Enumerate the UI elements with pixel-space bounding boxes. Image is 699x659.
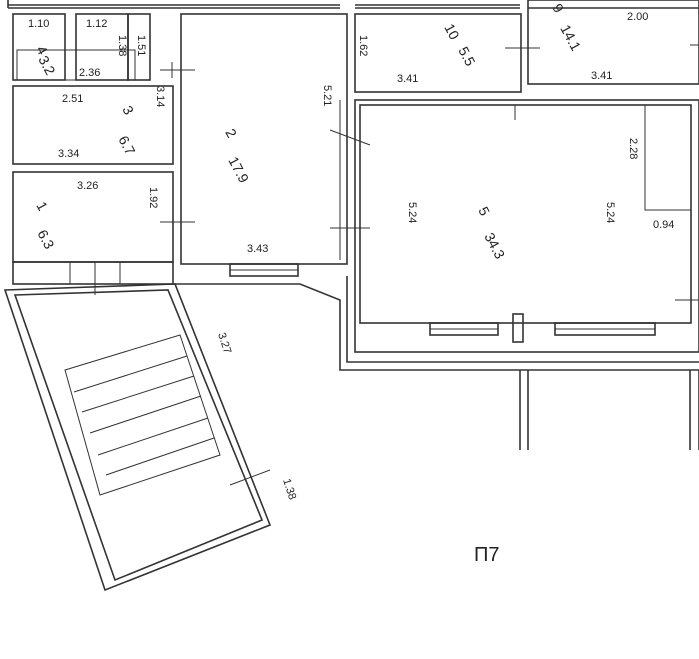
dim-5-24-left: 5.24 xyxy=(406,202,418,223)
dim-3-43: 3.43 xyxy=(247,243,268,255)
room-2-number: 2 xyxy=(222,126,240,141)
room-10-number: 10 xyxy=(441,21,463,42)
dim-1-38-top: 1.38 xyxy=(116,35,128,56)
floor-label: П7 xyxy=(474,544,500,566)
dim-3-41-r10: 3.41 xyxy=(397,73,418,85)
dim-3-26: 3.26 xyxy=(77,180,98,192)
room-2-area: 17.9 xyxy=(225,154,252,186)
dim-3-27: 3.27 xyxy=(215,331,233,355)
dim-1-12: 1.12 xyxy=(86,18,107,30)
room-3-area: 6.7 xyxy=(115,133,138,158)
dim-1-38-stair: 1.38 xyxy=(280,477,298,501)
room-9 xyxy=(527,0,699,85)
room-2 xyxy=(180,13,371,277)
dim-2-00: 2.00 xyxy=(627,11,648,23)
dim-0-94: 0.94 xyxy=(653,219,674,231)
room-9-area: 14.1 xyxy=(557,22,584,54)
dim-1-92: 1.92 xyxy=(147,187,159,208)
room-5-area: 34.3 xyxy=(481,230,508,262)
room-9-number: 9 xyxy=(549,1,567,16)
dim-3-41-r9: 3.41 xyxy=(591,70,612,82)
room-10-area: 5.5 xyxy=(455,44,478,69)
dim-2-28: 2.28 xyxy=(627,138,639,159)
room-1 xyxy=(12,171,195,295)
dim-2-51: 2.51 xyxy=(62,93,83,105)
room-5-number: 5 xyxy=(475,204,493,219)
room-10 xyxy=(354,13,540,93)
dim-1-62: 1.62 xyxy=(357,35,369,56)
dim-5-21: 5.21 xyxy=(321,85,333,106)
dim-1-51: 1.51 xyxy=(135,35,147,56)
room-1-area: 6.3 xyxy=(34,227,57,252)
room-1-number: 1 xyxy=(33,199,51,214)
dim-2-36: 2.36 xyxy=(79,67,100,79)
dim-5-24-right: 5.24 xyxy=(604,202,616,223)
dim-1-10: 1.10 xyxy=(28,18,49,30)
room-5 xyxy=(354,99,699,353)
room-3-number: 3 xyxy=(119,103,137,118)
staircase xyxy=(3,283,272,592)
corridor-walls xyxy=(175,276,699,450)
dim-3-34: 3.34 xyxy=(58,148,79,160)
outer-walls xyxy=(7,0,699,9)
room-4 xyxy=(12,13,151,81)
room-4-area: 3.2 xyxy=(35,53,58,78)
dim-3-14: 3.14 xyxy=(154,86,166,107)
room-3 xyxy=(12,62,195,165)
